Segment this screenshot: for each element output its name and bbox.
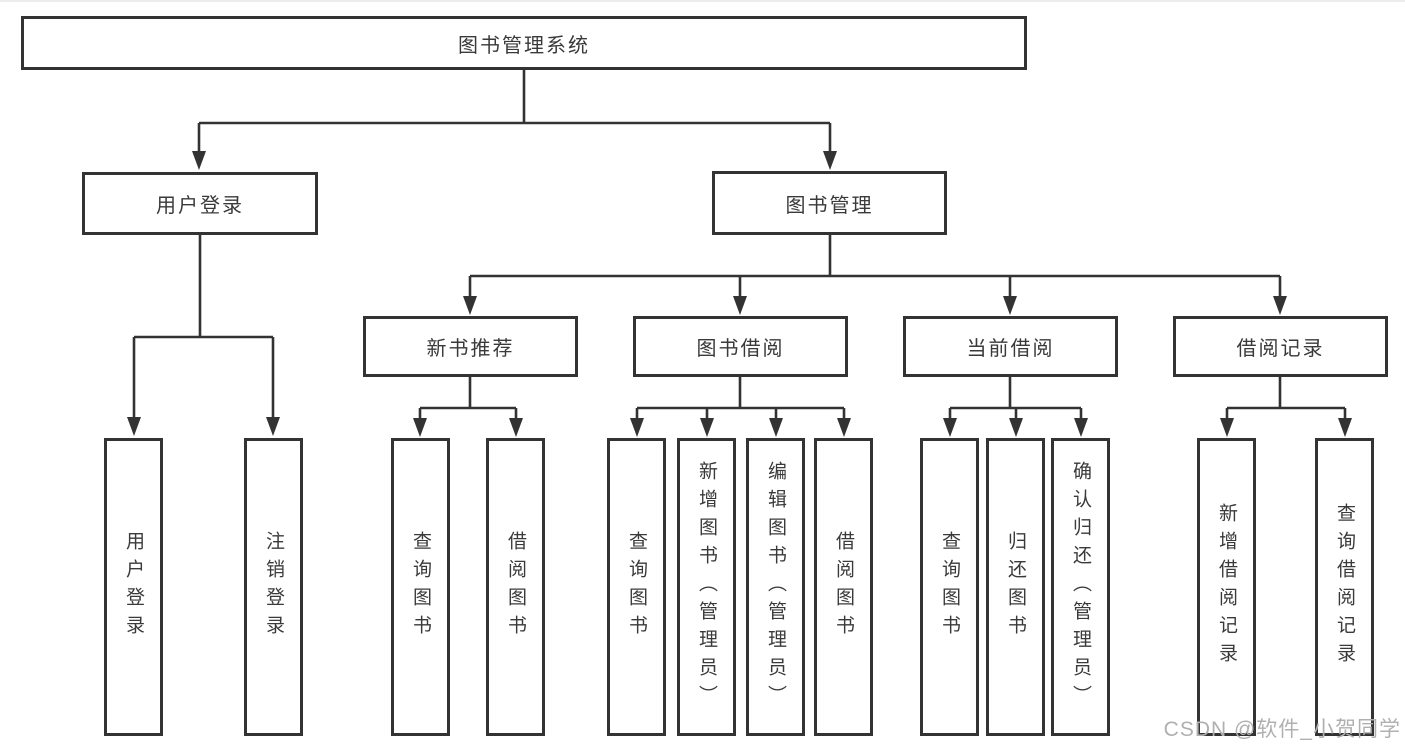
- node-book-mgmt: 图书管理: [712, 171, 947, 235]
- leaf-user-login: 用户登录: [104, 438, 163, 736]
- node-user-login: 用户登录: [82, 172, 318, 235]
- node-new-book-rec: 新书推荐: [363, 316, 578, 377]
- leaf-logout: 注销登录: [244, 438, 303, 736]
- leaf-add-borrow-record: 新增借阅记录: [1197, 438, 1256, 736]
- leaf-edit-book-admin: 编辑图书（管理员）: [746, 438, 805, 736]
- node-current-borrow: 当前借阅: [903, 316, 1118, 377]
- leaf-query-book-current: 查询图书: [920, 438, 979, 736]
- node-library-system: 图书管理系统: [21, 16, 1027, 70]
- leaf-query-borrow-record: 查询借阅记录: [1315, 438, 1374, 736]
- leaf-borrow-book-newbook: 借阅图书: [486, 438, 545, 736]
- node-book-borrow: 图书借阅: [633, 316, 848, 377]
- leaf-confirm-return-admin: 确认归还（管理员）: [1051, 438, 1110, 736]
- leaf-return-book: 归还图书: [986, 438, 1045, 736]
- leaf-add-book-admin: 新增图书（管理员）: [677, 438, 736, 736]
- leaf-query-book-newbook: 查询图书: [391, 438, 450, 736]
- node-borrow-records: 借阅记录: [1173, 316, 1388, 377]
- leaf-borrow-book: 借阅图书: [814, 438, 873, 736]
- watermark: CSDN @软件_小贺同学: [1163, 718, 1401, 741]
- leaf-query-book-borrow: 查询图书: [607, 438, 666, 736]
